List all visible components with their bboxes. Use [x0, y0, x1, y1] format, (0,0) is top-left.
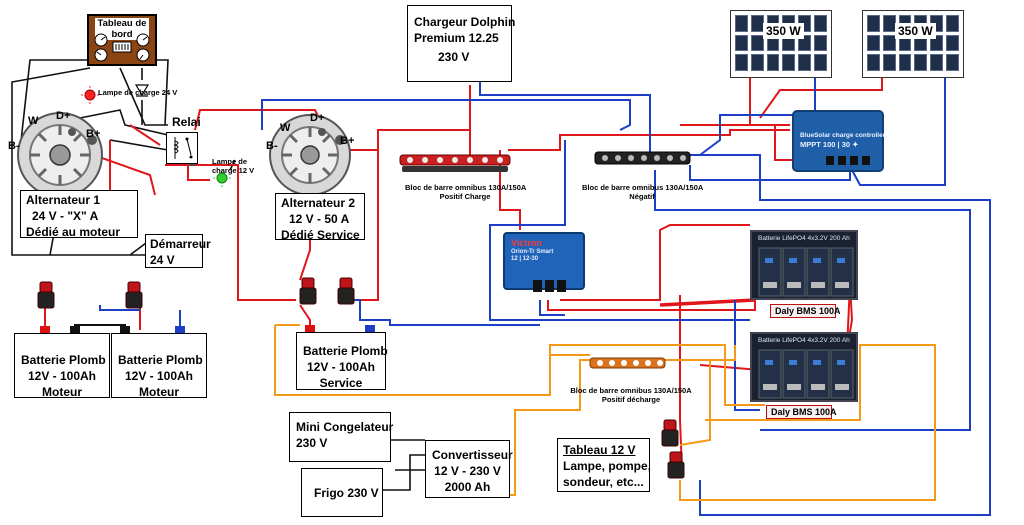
bms-2: Daly BMS 100A [766, 405, 837, 419]
busbar-charge-label: Bloc de barre omnibus 130A/150A Positif … [405, 183, 527, 201]
alt1-terminal-w: W [28, 115, 39, 127]
ac-discharge-wires [274, 324, 936, 501]
solar-panel-1-label: 350 W [763, 23, 804, 39]
charger-dolphin: Chargeur Dolphin Premium 12.25 230 V [407, 5, 515, 82]
solar-panel-2-label: 350 W [895, 23, 936, 39]
relay-coil-icon [173, 137, 193, 159]
starter: Démarreur 24 V [145, 234, 211, 268]
busbar-discharge [589, 357, 666, 369]
diode-icon [134, 84, 150, 97]
alt1-terminal-bminus: B- [8, 140, 20, 152]
lifepo4-cells-icon [758, 247, 854, 297]
mppt-controller: BlueSolar charge controller MPPT 100 | 3… [792, 110, 885, 172]
charge-lamp-24v-label: Lampe de charge 24 V [98, 88, 178, 97]
solar-panel-2: 350 W [862, 10, 964, 78]
alternator-2: Alternateur 2 12 V - 50 A Dédié Service [275, 193, 365, 242]
solar-panel-1: 350 W [730, 10, 832, 78]
orion-terminals-icon [533, 280, 566, 292]
alt2-terminal-bminus: B- [266, 140, 278, 152]
busbar-negative [594, 151, 691, 165]
alt2-terminal-dplus: D+ [310, 112, 325, 124]
positive-wires [44, 70, 883, 471]
lifepo4-cells-icon [758, 349, 854, 399]
alternator-1: Alternateur 1 24 V - "X" A Dédié au mote… [20, 190, 138, 239]
charge-lamp-12v-label: Lampe de charge 12 V [212, 157, 255, 175]
relay [166, 132, 198, 164]
fridge: Frigo 230 V [301, 468, 383, 517]
busbar-discharge-label: Bloc de barre omnibus 130A/150A Positif … [570, 386, 692, 404]
mppt-terminals-icon [826, 156, 870, 165]
alt2-terminal-w: W [280, 122, 291, 134]
lifepo4-battery-2: Batterie LifePO4 4x3.2V 200 Ah [750, 332, 858, 402]
battery-terminals [40, 325, 375, 333]
alt1-terminal-dplus: D+ [56, 110, 71, 122]
dashboard-title: Tableau de bord [95, 18, 149, 40]
relay-label: Relai [172, 115, 201, 129]
battery-engine-2: Batterie Plomb 12V - 100Ah Moteur [111, 333, 207, 399]
inverter: Convertisseur 12 V - 230 V 2000 Ah [425, 440, 513, 498]
orion-dc-dc-charger: Victron Orion-Tr Smart 12 | 12-30 [503, 232, 585, 292]
dashboard: Tableau de bord [87, 14, 157, 66]
charge-lamp-12v-icon [213, 169, 231, 187]
lifepo4-main-positive [659, 298, 756, 307]
battery-switch-icons [37, 277, 685, 479]
battery-engine-1: Batterie Plomb 12V - 100Ah Moteur [14, 333, 110, 399]
dashboard-gauges-icon [94, 33, 150, 62]
battery-service: Batterie Plomb 12V - 100Ah Service [296, 332, 388, 390]
panel-12v: Tableau 12 V Lampe, pompe, sondeur, etc.… [557, 438, 651, 492]
alt2-terminal-bplus: B+ [340, 135, 355, 147]
charge-lamp-24v-icon [81, 86, 99, 104]
busbar-negative-label: Bloc de barre omnibus 130A/150A Négatif [582, 183, 704, 201]
alternator-2-drawing [269, 114, 351, 196]
alternator-1-drawing [17, 112, 103, 198]
freezer: Mini Congelateur 230 V [289, 412, 393, 462]
busbar-charge [399, 154, 511, 172]
lifepo4-battery-1: Batterie LifePO4 4x3.2V 200 Ah [750, 230, 858, 300]
alt1-terminal-bplus: B+ [86, 128, 101, 140]
bms-1: Daly BMS 100A [770, 304, 841, 318]
